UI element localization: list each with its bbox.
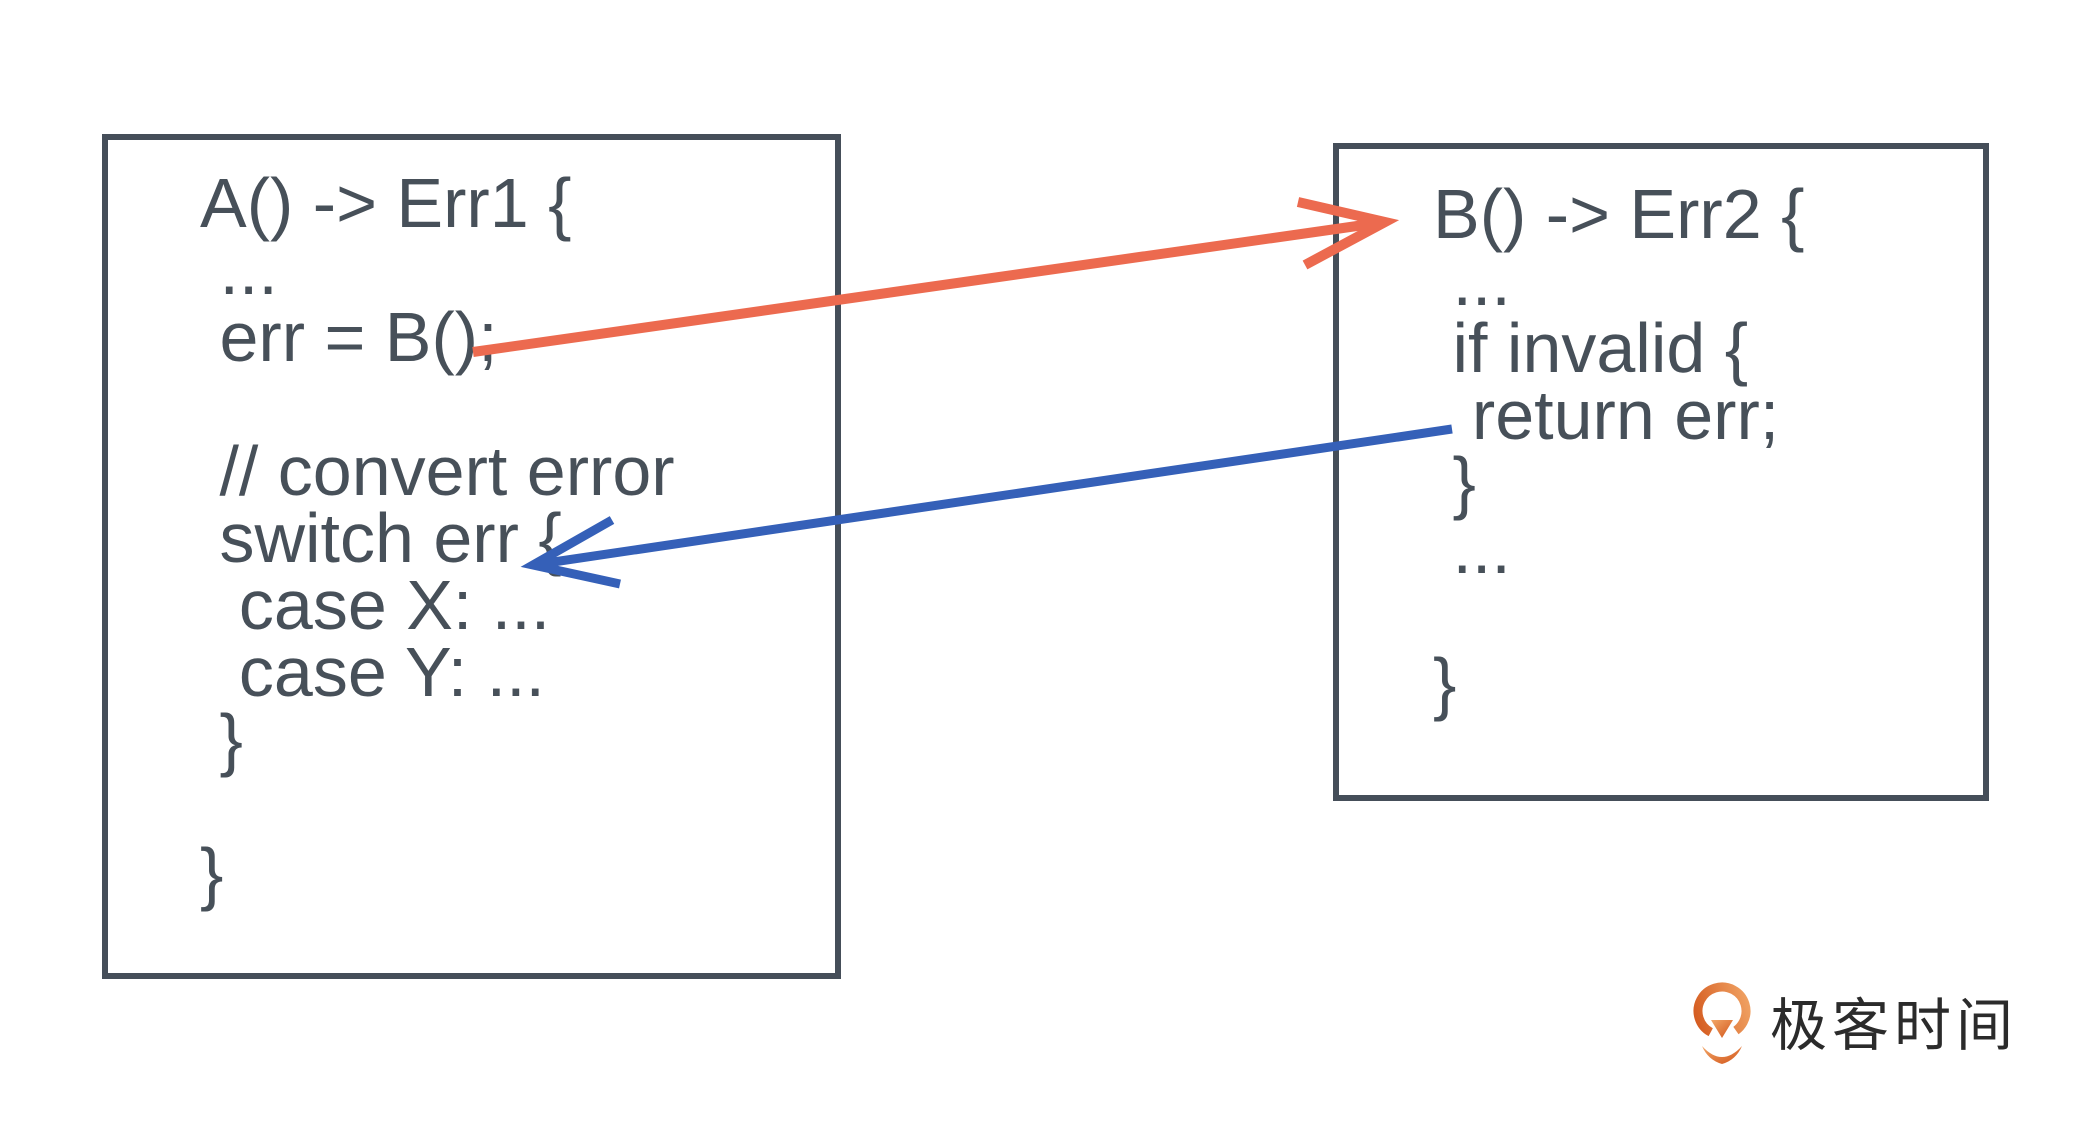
code-line [200,773,835,840]
geektime-logo-text: 极客时间 [1770,994,2018,1058]
code-line: switch err { [200,499,562,577]
code-line: ... [200,231,278,309]
geektime-logo-icon [1693,982,1751,1064]
code-line: ... [1433,242,1511,320]
code-line: } [1433,644,1457,722]
geektime-logo: 极客时间 [1688,978,2018,1074]
code-line: B() -> Err2 { [1433,175,1805,253]
code-line: } [1433,443,1476,521]
code-line: if invalid { [1433,309,1749,387]
callee-code-box: B() -> Err2 { ... if invalid { return er… [1333,143,1989,801]
code-line: err = B(); [200,298,498,376]
caller-code-box: A() -> Err1 { ... err = B(); // convert … [102,134,841,979]
code-line: } [200,834,224,912]
code-line [1433,583,1983,650]
code-line: case Y: ... [200,633,546,711]
code-line [200,371,835,438]
code-line: return err; [1433,376,1780,454]
code-line: // convert error [200,432,675,510]
code-line: ... [1433,510,1511,588]
code-line: case X: ... [200,566,551,644]
code-line: } [200,700,243,778]
code-line: A() -> Err1 { [200,164,572,242]
